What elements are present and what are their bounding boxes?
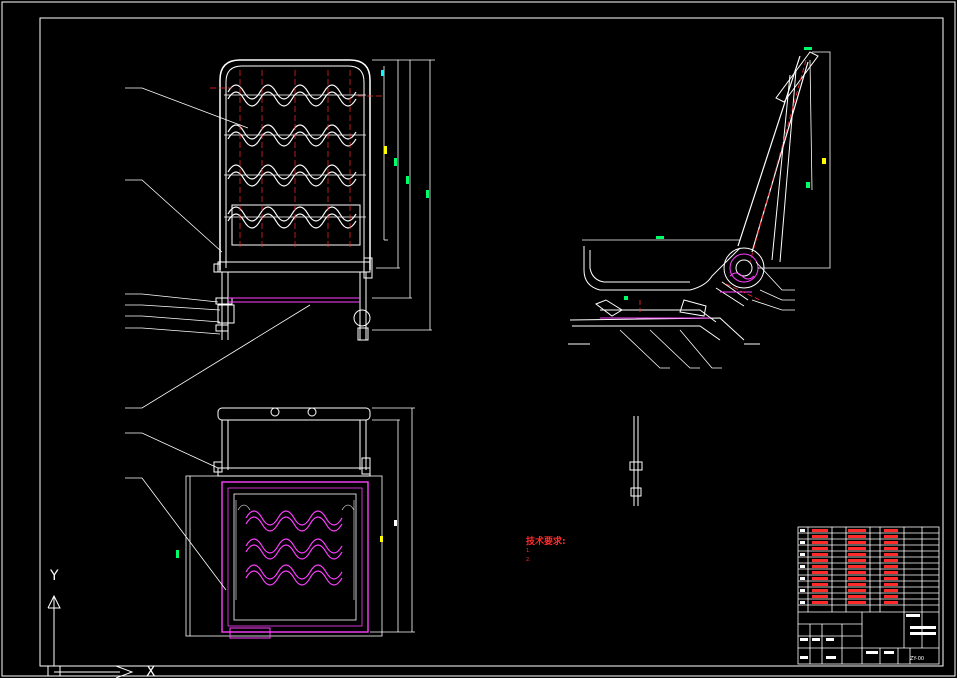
- inner-border: [39, 17, 944, 667]
- notes-line-2: 2.: [526, 557, 531, 563]
- leader-lines-top: [125, 432, 227, 591]
- centerlines-front: [210, 70, 382, 250]
- springs-top-view-white: [235, 500, 355, 600]
- technical-requirements-note: 技术要求: 1. 2.: [526, 538, 566, 565]
- dim-marks-green: [381, 70, 429, 198]
- dim-marks-side: [624, 47, 826, 300]
- side-view-seat: [568, 51, 819, 506]
- leader-lines-side: [619, 261, 795, 369]
- side-view-magenta: [600, 253, 759, 319]
- side-view-red: [639, 59, 807, 312]
- title-block: [797, 526, 940, 665]
- leader-lines-front: [125, 87, 311, 409]
- ucs-axis-icon: [47, 594, 134, 678]
- dimensions-side: [582, 51, 831, 269]
- top-view-cushion: [185, 407, 383, 639]
- axis-y-label: Y: [49, 568, 59, 584]
- title-block-fills: [812, 529, 898, 604]
- dimensions-top: [189, 407, 415, 636]
- dimensions-front: [372, 59, 435, 331]
- springs-top-view: [245, 510, 343, 586]
- notes-line-1: 1.: [526, 548, 531, 554]
- drawing-number: ZY-00: [910, 656, 924, 662]
- dim-marks-top: [176, 520, 397, 558]
- axis-x-label: X: [146, 664, 156, 678]
- title-block-white-ticks: [800, 529, 936, 659]
- front-view-backrest: [213, 59, 373, 341]
- springs-front-view: [224, 84, 366, 229]
- notes-heading: 技术要求:: [526, 537, 566, 547]
